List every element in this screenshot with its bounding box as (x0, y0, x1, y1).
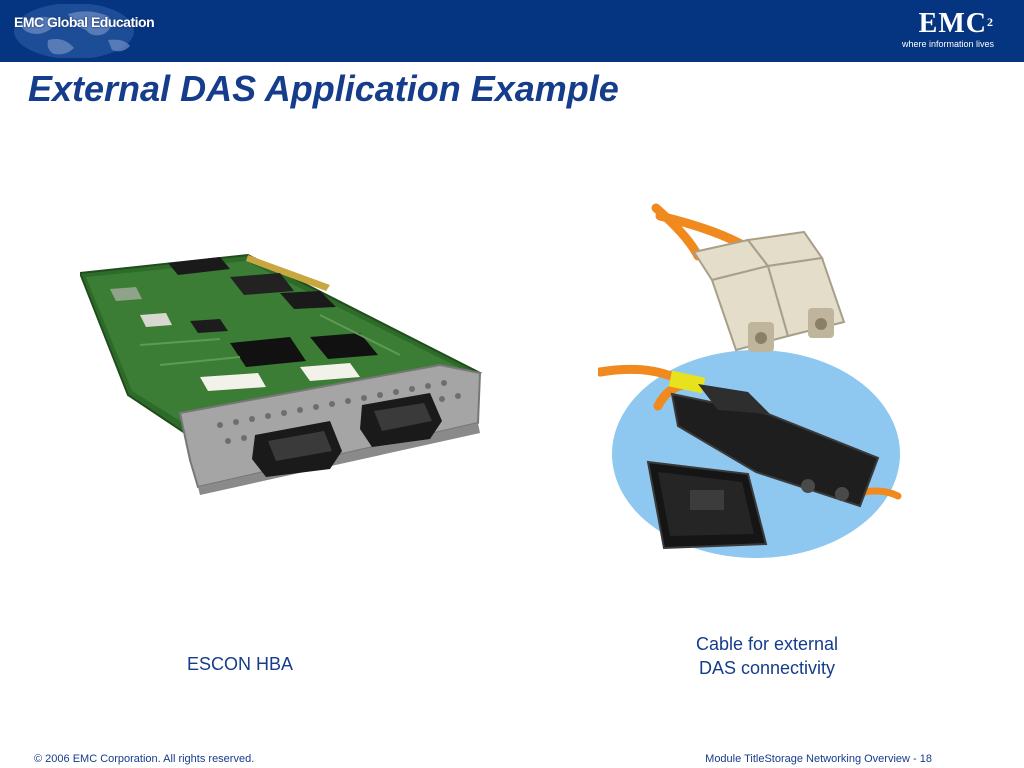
emc-tagline: where information lives (901, 39, 994, 49)
emc-logo: EMC2 where information lives (901, 8, 994, 50)
footer-module-title: Module TitleStorage Networking Overview (705, 753, 910, 765)
hba-caption: ESCON HBA (186, 654, 294, 674)
footer-separator: - (909, 753, 920, 765)
education-label: EMC Global Education (14, 14, 155, 30)
emc-logo-superscript: 2 (987, 15, 994, 29)
cable-caption-line1: Cable for external (695, 634, 839, 654)
footer-copyright: © 2006 EMC Corporation. All rights reser… (34, 753, 255, 765)
escon-hba-image (80, 253, 483, 495)
header-bar: EMC Global Education EMC2 where informat… (0, 0, 1024, 62)
footer-module: Module TitleStorage Networking Overview … (705, 753, 932, 765)
globe-icon (14, 4, 134, 58)
cable-caption-line2: DAS connectivity (698, 658, 836, 678)
das-cable-image (598, 203, 902, 558)
footer-page-number: 18 (919, 753, 932, 765)
emc-logo-word: EMC2 (918, 8, 994, 39)
slide-title: External DAS Application Example (28, 68, 619, 109)
cable-caption: Cable for external DAS connectivity (672, 632, 862, 680)
